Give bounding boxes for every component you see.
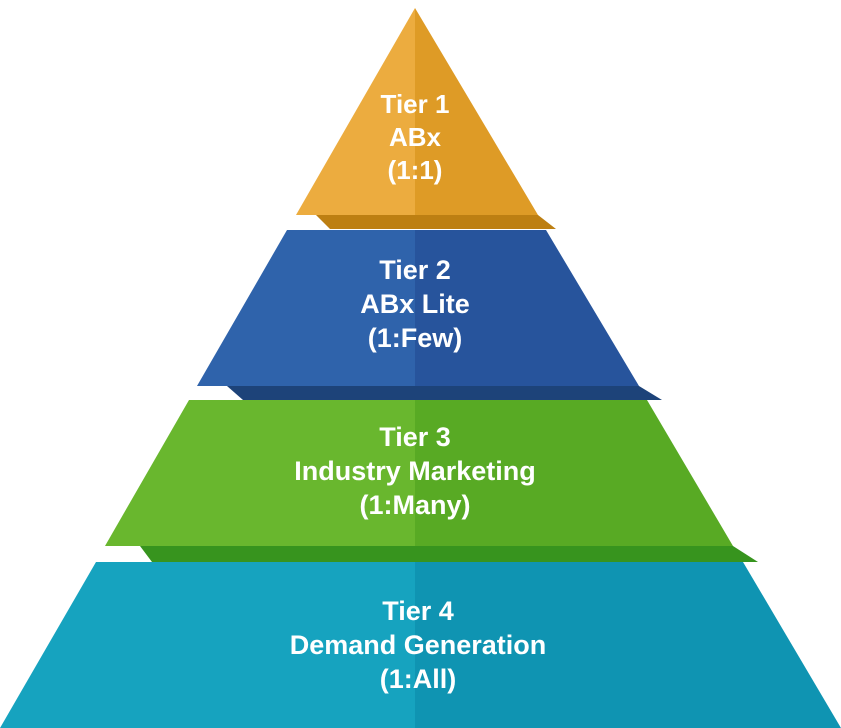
- tier-4: Tier 4 Demand Generation (1:All): [0, 562, 841, 728]
- tier-1: Tier 1 ABx (1:1): [296, 8, 556, 229]
- tier-2-left-face: [197, 230, 415, 386]
- tier-3-shadow: [140, 546, 758, 562]
- tier-1-right-face: [415, 8, 538, 215]
- tier-2-right-face: [415, 230, 639, 386]
- tier-2-line2: ABx Lite: [360, 289, 470, 319]
- tier-3-right-face: [415, 400, 733, 546]
- tier-3: Tier 3 Industry Marketing (1:Many): [105, 400, 758, 562]
- tier-4-line3: (1:All): [380, 664, 457, 694]
- tier-3-name: Tier 3: [379, 422, 451, 452]
- tier-4-left-face: [0, 562, 415, 728]
- tier-3-line3: (1:Many): [359, 490, 470, 520]
- tier-1-name: Tier 1: [381, 89, 450, 119]
- tier-4-name: Tier 4: [382, 596, 454, 626]
- tier-2-line3: (1:Few): [368, 323, 463, 353]
- tier-2-shadow: [227, 386, 662, 400]
- tier-1-line2: ABx: [389, 122, 442, 152]
- tier-4-line2: Demand Generation: [290, 630, 547, 660]
- tier-1-shadow: [316, 215, 556, 229]
- tier-2: Tier 2 ABx Lite (1:Few): [197, 230, 662, 400]
- tier-4-right-face: [415, 562, 841, 728]
- tier-2-name: Tier 2: [379, 255, 451, 285]
- tier-3-line2: Industry Marketing: [294, 456, 536, 486]
- tier-1-line3: (1:1): [388, 155, 443, 185]
- tier-3-left-face: [105, 400, 415, 546]
- tier-1-left-face: [296, 8, 415, 215]
